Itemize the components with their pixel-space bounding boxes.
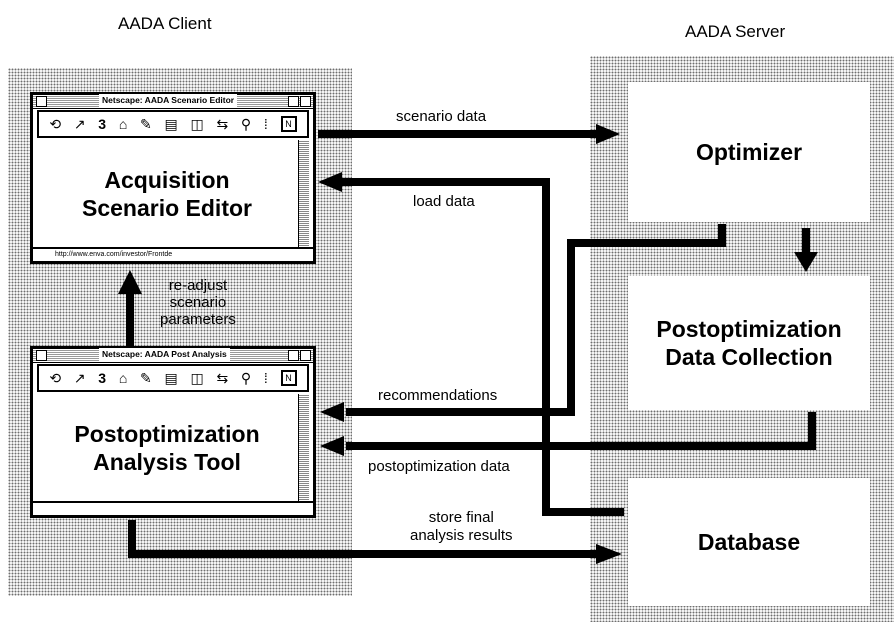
back-icon[interactable]: ⟲ bbox=[49, 115, 62, 132]
load-data-label: load data bbox=[413, 193, 475, 210]
data-collection-box: Postoptimization Data Collection bbox=[628, 276, 870, 410]
load-data-arrow bbox=[340, 178, 624, 516]
status-bar: http://www.enva.com/investor/Frontde bbox=[33, 247, 313, 261]
load-data-arrowhead bbox=[318, 172, 342, 192]
collection-line-1: Postoptimization bbox=[656, 316, 842, 342]
open-icon[interactable]: ⇆ bbox=[216, 369, 229, 386]
open-icon[interactable]: ⇆ bbox=[216, 115, 229, 132]
postopt-data-arrow bbox=[346, 412, 816, 450]
store-final-line-1: store final bbox=[428, 509, 494, 526]
collection-line-2: Data Collection bbox=[665, 344, 833, 370]
home-icon[interactable]: ⌂ bbox=[118, 116, 128, 132]
forward-icon[interactable]: ↗ bbox=[73, 115, 86, 132]
recommendations-arrowhead bbox=[320, 402, 344, 422]
editor-content: Acquisition Scenario Editor bbox=[37, 140, 297, 247]
back-icon[interactable]: ⟲ bbox=[49, 369, 62, 386]
find-icon[interactable]: ⚲ bbox=[240, 115, 252, 132]
window-titlebar[interactable]: Netscape: AADA Scenario Editor bbox=[33, 94, 313, 109]
vertical-scrollbar[interactable] bbox=[298, 140, 309, 247]
optimizer-box: Optimizer bbox=[628, 82, 870, 222]
reload-icon[interactable]: 3 bbox=[98, 116, 107, 132]
analysis-content: Postoptimization Analysis Tool bbox=[37, 394, 297, 501]
forward-icon[interactable]: ↗ bbox=[73, 369, 86, 386]
browser-toolbar: ⟲ ↗ 3 ⌂ ✎ ▤ ◫ ⇆ ⚲ ⁞ N bbox=[37, 364, 309, 392]
search-icon[interactable]: ✎ bbox=[140, 369, 152, 386]
print-icon[interactable]: ▤ bbox=[164, 115, 178, 132]
reload-icon[interactable]: 3 bbox=[98, 370, 107, 386]
store-final-arrowhead bbox=[596, 544, 622, 564]
database-label: Database bbox=[697, 528, 801, 555]
browser-toolbar: ⟲ ↗ 3 ⌂ ✎ ▤ ◫ ⇆ ⚲ ⁞ N bbox=[37, 110, 309, 138]
window-title: Netscape: AADA Post Analysis bbox=[99, 348, 230, 361]
collapse-box[interactable] bbox=[300, 96, 311, 107]
netscape-logo-icon: N bbox=[280, 370, 297, 386]
close-box[interactable] bbox=[36, 350, 47, 361]
readjust-line-2: scenario bbox=[169, 294, 227, 311]
aada-client-title: AADA Client bbox=[118, 14, 212, 33]
images-icon[interactable]: ◫ bbox=[190, 369, 204, 386]
search-icon[interactable]: ✎ bbox=[140, 115, 152, 132]
content-line-1: Acquisition bbox=[104, 166, 230, 193]
recommendations-arrow bbox=[346, 224, 726, 416]
optimizer-to-collection-arrowhead bbox=[794, 252, 818, 272]
readjust-line-1: re-adjust bbox=[168, 277, 228, 294]
window-title: Netscape: AADA Scenario Editor bbox=[99, 94, 238, 107]
readjust-line-3: parameters bbox=[160, 311, 236, 328]
readjust-arrowhead bbox=[118, 270, 142, 294]
zoom-box[interactable] bbox=[288, 96, 299, 107]
content-line-2: Analysis Tool bbox=[93, 448, 241, 475]
postoptimization-data-label: postoptimization data bbox=[368, 458, 510, 475]
window-titlebar[interactable]: Netscape: AADA Post Analysis bbox=[33, 348, 313, 363]
store-final-line-2: analysis results bbox=[410, 527, 513, 544]
stop-icon[interactable]: ⁞ bbox=[263, 370, 268, 386]
aada-server-title: AADA Server bbox=[685, 22, 786, 41]
content-line-1: Postoptimization bbox=[74, 420, 260, 447]
store-final-arrow bbox=[128, 520, 596, 558]
analysis-tool-window[interactable]: Netscape: AADA Post Analysis ⟲ ↗ 3 ⌂ ✎ ▤… bbox=[30, 346, 316, 518]
vertical-scrollbar[interactable] bbox=[298, 394, 309, 501]
close-box[interactable] bbox=[36, 96, 47, 107]
print-icon[interactable]: ▤ bbox=[164, 369, 178, 386]
stop-icon[interactable]: ⁞ bbox=[263, 116, 268, 132]
zoom-box[interactable] bbox=[288, 350, 299, 361]
scenario-data-label: scenario data bbox=[396, 108, 487, 125]
optimizer-label: Optimizer bbox=[695, 138, 803, 165]
readjust-label: re-adjust scenario parameters bbox=[160, 277, 236, 328]
collapse-box[interactable] bbox=[300, 350, 311, 361]
images-icon[interactable]: ◫ bbox=[190, 115, 204, 132]
content-line-2: Scenario Editor bbox=[82, 194, 252, 221]
recommendations-label: recommendations bbox=[378, 387, 498, 404]
status-bar bbox=[33, 501, 313, 515]
status-url: http://www.enva.com/investor/Frontde bbox=[55, 251, 173, 258]
scenario-editor-window[interactable]: Netscape: AADA Scenario Editor ⟲ ↗ 3 ⌂ ✎… bbox=[30, 92, 316, 264]
home-icon[interactable]: ⌂ bbox=[118, 370, 128, 386]
postopt-data-arrowhead bbox=[320, 436, 344, 456]
store-final-label: store final analysis results bbox=[410, 509, 513, 545]
scenario-data-arrowhead bbox=[596, 124, 620, 144]
find-icon[interactable]: ⚲ bbox=[240, 369, 252, 386]
netscape-logo-icon: N bbox=[280, 116, 297, 132]
database-box: Database bbox=[628, 478, 870, 606]
